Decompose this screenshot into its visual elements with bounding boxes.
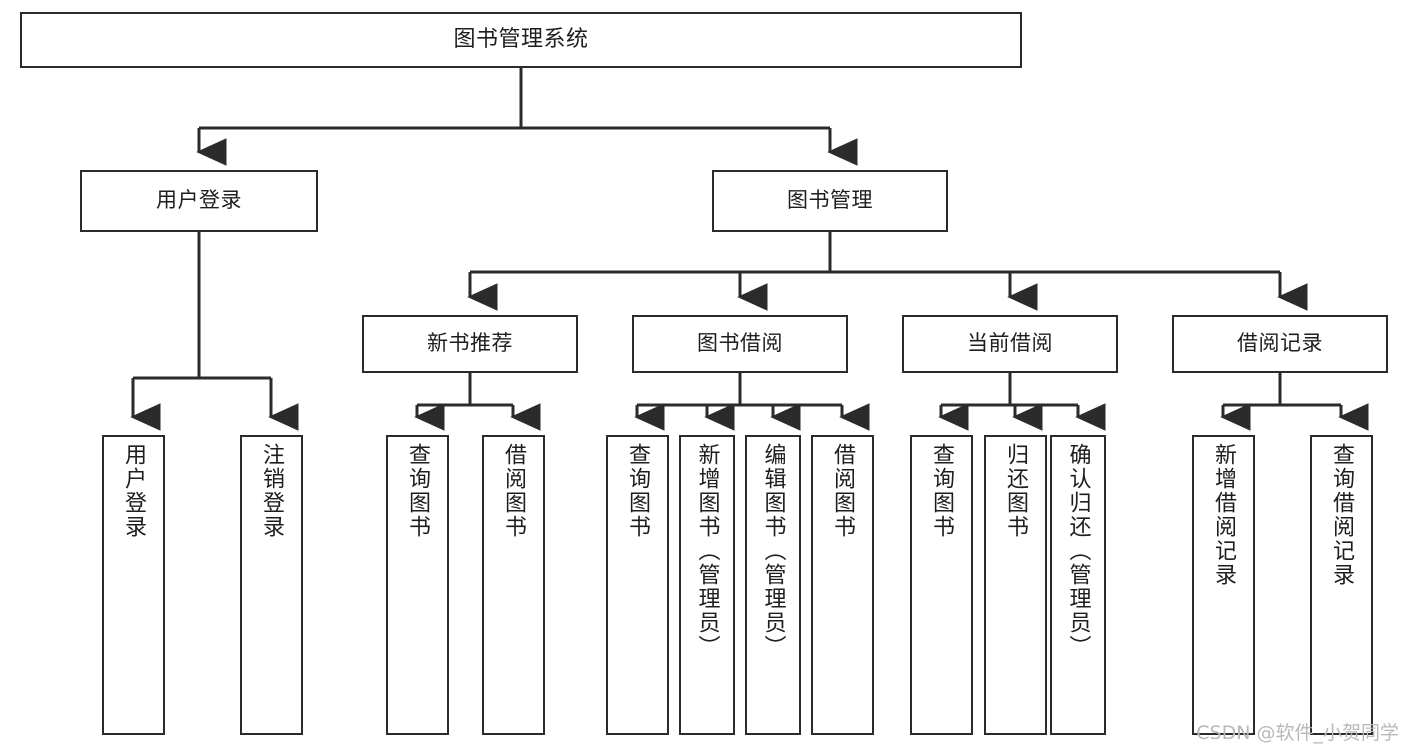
node-leaf-user-logout[interactable]: 注销登录	[240, 435, 303, 735]
node-new-book-recommend[interactable]: 新书推荐	[362, 315, 578, 373]
node-user-login[interactable]: 用户登录	[80, 170, 318, 232]
node-label: 借阅记录	[1237, 331, 1323, 356]
node-current-borrow[interactable]: 当前借阅	[902, 315, 1118, 373]
node-borrow-record[interactable]: 借阅记录	[1172, 315, 1388, 373]
node-label: 查询图书	[625, 443, 651, 539]
node-leaf-query-borrow-record[interactable]: 查询借阅记录	[1310, 435, 1373, 735]
node-leaf-add-book-admin[interactable]: 新增图书（管理员）	[679, 435, 735, 735]
node-label: 新增图书（管理员）	[694, 443, 720, 659]
csdn-watermark: CSDN @软件_小贺同学	[1196, 722, 1399, 744]
node-leaf-add-borrow-record[interactable]: 新增借阅记录	[1192, 435, 1255, 735]
node-label: 借阅图书	[830, 443, 856, 539]
node-leaf-query-book-1[interactable]: 查询图书	[386, 435, 449, 735]
node-label: 图书借阅	[697, 331, 783, 356]
node-label: 当前借阅	[967, 331, 1053, 356]
node-label: 新书推荐	[427, 331, 513, 356]
node-label: 图书管理	[787, 188, 873, 213]
node-label: 用户登录	[121, 443, 147, 539]
node-book-borrow[interactable]: 图书借阅	[632, 315, 848, 373]
node-leaf-return-book[interactable]: 归还图书	[984, 435, 1047, 735]
node-label: 借阅图书	[501, 443, 527, 539]
node-label: 确认归还（管理员）	[1065, 443, 1091, 659]
node-leaf-edit-book-admin[interactable]: 编辑图书（管理员）	[745, 435, 801, 735]
node-label: 用户登录	[156, 188, 242, 213]
node-label: 归还图书	[1003, 443, 1029, 539]
node-root-system[interactable]: 图书管理系统	[20, 12, 1022, 68]
node-leaf-user-login[interactable]: 用户登录	[102, 435, 165, 735]
node-label: 图书管理系统	[453, 26, 589, 52]
node-leaf-borrow-book-2[interactable]: 借阅图书	[811, 435, 874, 735]
node-label: 编辑图书（管理员）	[760, 443, 786, 659]
node-label: 注销登录	[259, 443, 285, 539]
node-leaf-confirm-return-admin[interactable]: 确认归还（管理员）	[1050, 435, 1106, 735]
node-label: 查询借阅记录	[1329, 443, 1355, 587]
node-label: 查询图书	[405, 443, 431, 539]
node-leaf-query-book-2[interactable]: 查询图书	[606, 435, 669, 735]
node-label: 查询图书	[929, 443, 955, 539]
node-book-manage[interactable]: 图书管理	[712, 170, 948, 232]
node-leaf-borrow-book-1[interactable]: 借阅图书	[482, 435, 545, 735]
node-leaf-query-book-3[interactable]: 查询图书	[910, 435, 973, 735]
node-label: 新增借阅记录	[1211, 443, 1237, 587]
